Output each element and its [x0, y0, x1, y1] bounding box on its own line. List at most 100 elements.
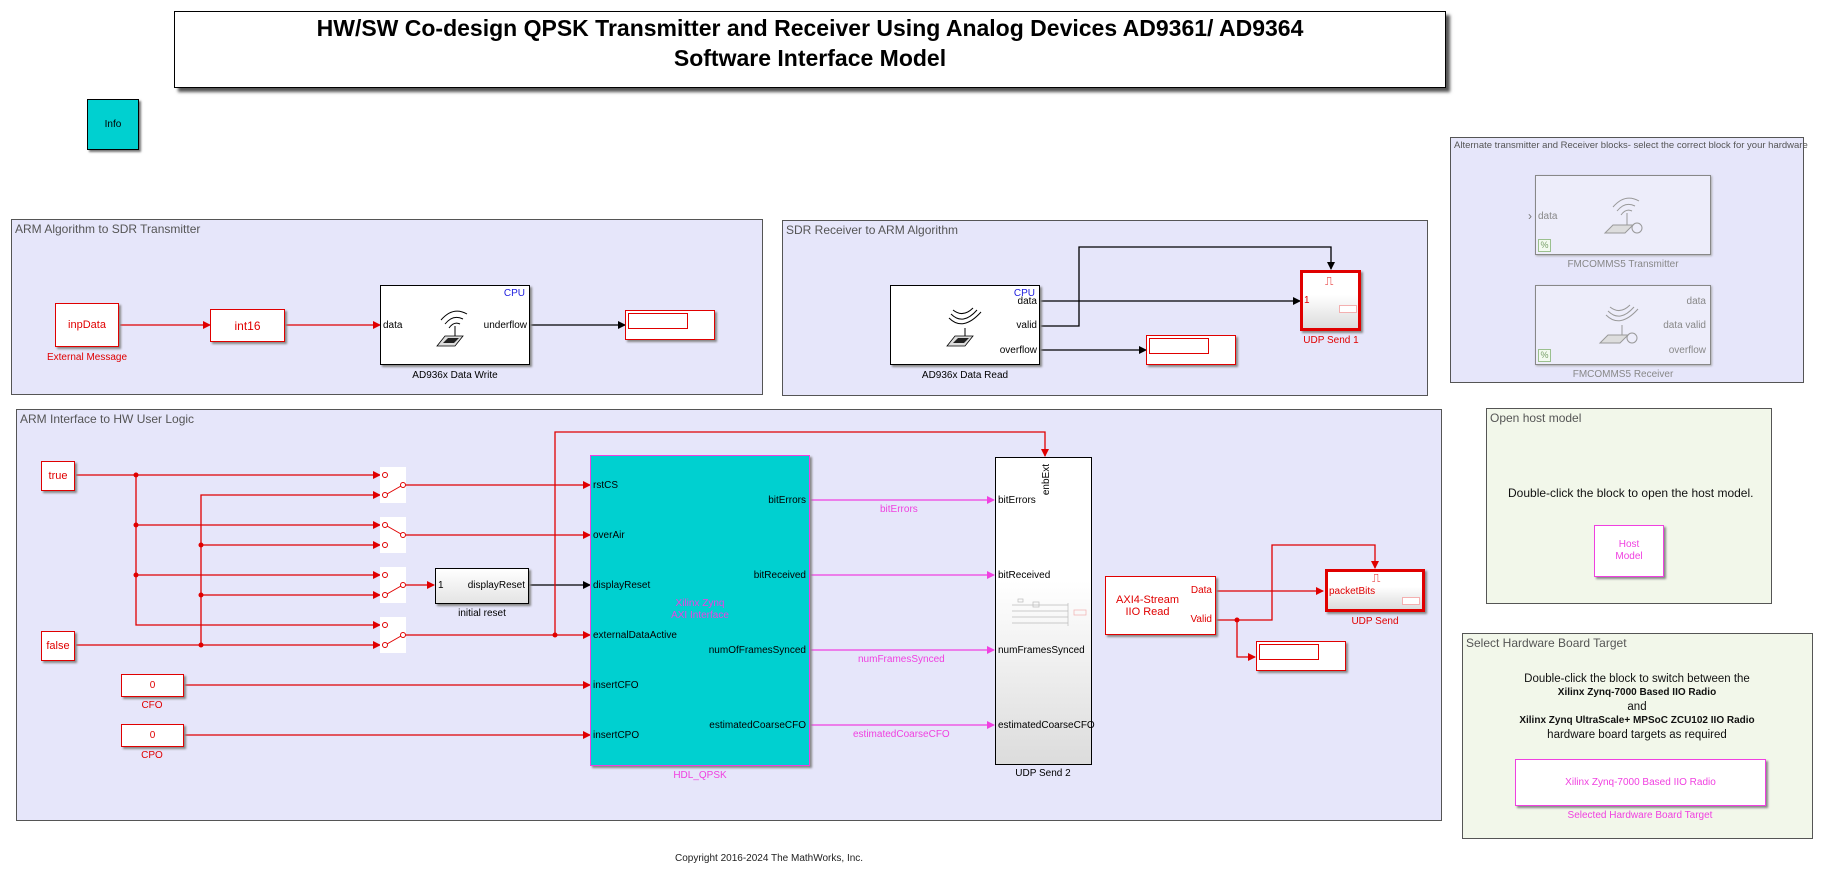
- constant-value: true: [48, 470, 68, 482]
- udp-inner-icon: [1402, 597, 1420, 605]
- port-overair: overAir: [593, 530, 625, 541]
- port-data-valid: data valid: [1663, 320, 1706, 331]
- port-insertcpo: insertCPO: [593, 730, 640, 741]
- board-line-4: Xilinx Zynq UltraScale+ MPSoC ZCU102 IIO…: [1519, 715, 1755, 726]
- manual-switch-4[interactable]: [380, 617, 406, 653]
- area-label: Select Hardware Board Target: [1466, 636, 1627, 650]
- hdl-qpsk-name: HDL_QPSK: [673, 770, 727, 781]
- cpu-badge: CPU: [1013, 288, 1035, 299]
- board-line-2: Xilinx Zynq-7000 Based IIO Radio: [1557, 687, 1717, 698]
- info-block[interactable]: Info: [87, 99, 139, 150]
- title-line-2: Software Interface Model: [673, 45, 947, 71]
- constant-true[interactable]: true: [41, 461, 75, 491]
- udp-send-name: UDP Send: [1351, 616, 1399, 627]
- percent-badge: %: [1538, 349, 1551, 362]
- wireless-transmitter-icon: [436, 310, 468, 347]
- inport-chevron-icon: ›: [1528, 209, 1532, 223]
- cpu-badge: CPU: [503, 288, 525, 299]
- port-data: Data: [1190, 585, 1212, 596]
- udp-send-1-block[interactable]: ⎍ 1: [1300, 270, 1361, 331]
- port-bitreceived: bitReceived: [753, 570, 806, 581]
- ad936x-data-write-block[interactable]: CPU data underflow: [380, 285, 530, 365]
- constant-cfo-name: CFO: [141, 700, 163, 711]
- port-biterrors: bitErrors: [998, 495, 1036, 506]
- constant-cpo-name: CPO: [141, 750, 163, 761]
- host-model-block[interactable]: Host Model: [1594, 525, 1664, 577]
- initial-reset-name: initial reset: [458, 608, 506, 619]
- axi-read-label: AXI4-Stream IIO Read: [1110, 594, 1185, 618]
- model-title-annotation: HW/SW Co-design QPSK Transmitter and Rec…: [174, 11, 1446, 88]
- port-insertcfo: insertCFO: [593, 680, 639, 691]
- display-overflow[interactable]: [1146, 335, 1236, 365]
- hdl-interface-label: Xilinx Zynq AXI Interface: [591, 598, 809, 622]
- wireless-receiver-icon: [946, 307, 982, 347]
- hardware-board-target-block[interactable]: Xilinx Zynq-7000 Based IIO Radio: [1515, 759, 1766, 806]
- convert-label: int16: [234, 318, 261, 333]
- board-line-1: Double-click the block to switch between…: [1524, 673, 1750, 685]
- port-numofframessynced: numOfFramesSynced: [708, 645, 806, 656]
- udp-send-1-name: UDP Send 1: [1303, 335, 1359, 346]
- constant-value: 0: [149, 680, 156, 691]
- port-biterrors: bitErrors: [768, 495, 806, 506]
- constant-cpo[interactable]: 0: [121, 724, 184, 747]
- selected-board-value: Xilinx Zynq-7000 Based IIO Radio: [1565, 777, 1716, 788]
- area-label: SDR Receiver to ARM Algorithm: [786, 223, 959, 237]
- copyright-text: Copyright 2016-2024 The MathWorks, Inc.: [675, 853, 864, 864]
- port-enbext: enbExt: [1041, 464, 1052, 496]
- percent-badge: %: [1538, 239, 1551, 252]
- port-displayreset: displayReset: [593, 580, 651, 591]
- udp-send-block[interactable]: ⎍ packetBits: [1325, 569, 1425, 612]
- signal-label-estimatedcoarsecfo: estimatedCoarseCFO: [853, 729, 950, 740]
- manual-switch-2[interactable]: [380, 517, 406, 553]
- udp-inner-icon: [1339, 305, 1357, 313]
- axi-label-line1: AXI4-Stream: [1116, 594, 1179, 606]
- trigger-pulse-icon: ⎍: [1325, 274, 1334, 288]
- display-valid[interactable]: [1256, 641, 1346, 671]
- manual-switch-1[interactable]: [380, 467, 406, 503]
- ad936x-data-read-name: AD936x Data Read: [921, 370, 1009, 381]
- inport-label: inpData: [68, 319, 106, 331]
- convert-int16-block[interactable]: int16: [210, 309, 285, 342]
- fmcomms5-transmitter-block[interactable]: data › %: [1528, 175, 1711, 255]
- hdl-label-line1: Xilinx Zynq: [675, 598, 725, 609]
- axi4-stream-iio-read-block[interactable]: AXI4-Stream IIO Read Data Valid: [1105, 576, 1216, 635]
- area-label: ARM Algorithm to SDR Transmitter: [15, 222, 201, 236]
- manual-switch-3[interactable]: [380, 567, 406, 603]
- port-displayreset: displayReset: [467, 580, 525, 591]
- port-1: 1: [438, 580, 444, 591]
- port-bitreceived: bitReceived: [998, 570, 1051, 581]
- display-underflow[interactable]: [625, 310, 715, 340]
- port-data: data: [1686, 296, 1706, 307]
- signal-label-numframessynced: numFramesSynced: [858, 654, 945, 665]
- port-rstcs: rstCS: [593, 480, 618, 491]
- board-instructions: Double-click the block to switch between…: [1462, 672, 1812, 742]
- fmcomms5-transmitter-name: FMCOMMS5 Transmitter: [1567, 259, 1679, 270]
- udp-send-2-block[interactable]: enbExt bitErrors bitReceived numFramesSy…: [995, 457, 1095, 765]
- board-line-5: hardware board targets as required: [1547, 729, 1727, 741]
- port-estimatedcoarsecfo: estimatedCoarseCFO: [709, 720, 806, 731]
- initial-reset-subsystem[interactable]: 1 displayReset: [435, 568, 529, 604]
- display-value: [628, 313, 688, 329]
- constant-false[interactable]: false: [41, 631, 75, 661]
- host-instruction: Double-click the block to open the host …: [1508, 486, 1754, 500]
- area-label: Alternate transmitter and Receiver block…: [1454, 140, 1808, 151]
- area-label: ARM Interface to HW User Logic: [20, 412, 195, 426]
- port-packetbits: packetBits: [1329, 586, 1376, 597]
- constant-cfo[interactable]: 0: [121, 674, 184, 697]
- port-valid: valid: [1016, 320, 1037, 331]
- fmcomms5-receiver-name: FMCOMMS5 Receiver: [1572, 369, 1674, 380]
- trigger-pulse-icon: ⎍: [1372, 571, 1381, 585]
- port-data: data: [383, 320, 403, 331]
- title-line-1: HW/SW Co-design QPSK Transmitter and Rec…: [316, 15, 1304, 41]
- ad936x-data-read-block[interactable]: CPU data valid overflow: [890, 285, 1040, 365]
- hdl-qpsk-block[interactable]: rstCS overAir displayReset externalDataA…: [590, 455, 810, 766]
- port-1: 1: [1304, 295, 1310, 306]
- display-value: [1149, 338, 1209, 354]
- inport-inpdata[interactable]: inpData: [55, 303, 119, 347]
- host-block-line1: Host: [1618, 539, 1640, 550]
- constant-value: false: [46, 640, 70, 652]
- host-block-line2: Model: [1615, 551, 1643, 562]
- selected-board-name: Selected Hardware Board Target: [1567, 810, 1713, 821]
- inport-name: External Message: [46, 352, 128, 363]
- fmcomms5-receiver-block[interactable]: data data valid overflow %: [1535, 285, 1711, 365]
